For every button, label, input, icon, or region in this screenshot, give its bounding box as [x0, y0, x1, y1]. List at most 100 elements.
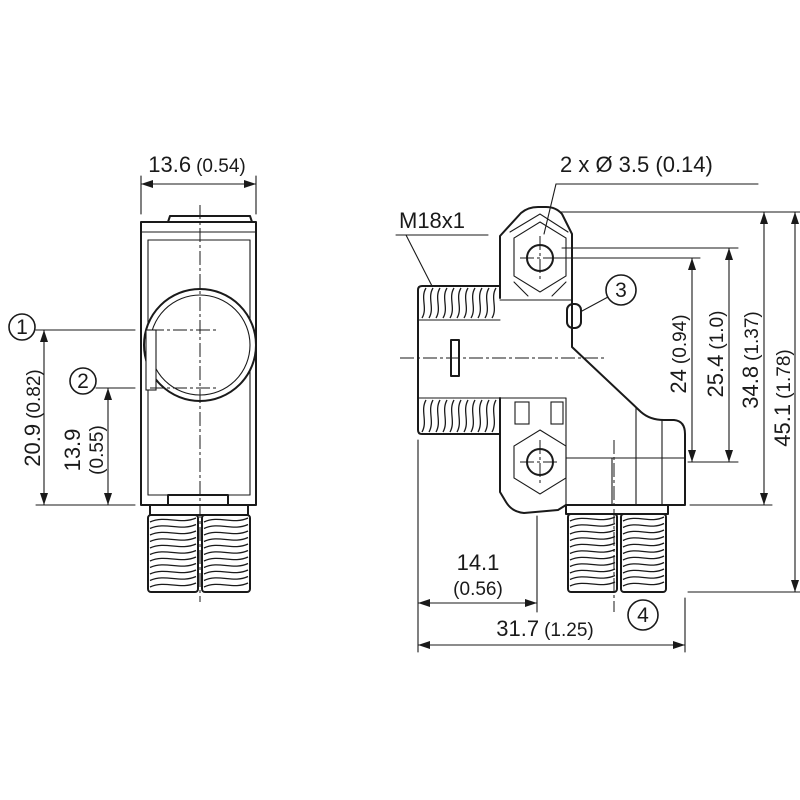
- dimension-value-inch: (1.25): [544, 620, 594, 641]
- marker-number: 1: [16, 316, 28, 339]
- thread-line: [622, 548, 665, 555]
- thread-line: [569, 529, 616, 535]
- marker-number: 4: [637, 604, 649, 627]
- thread-line: [569, 568, 616, 574]
- marker-1: 1: [8, 313, 36, 341]
- marker-number: 3: [615, 279, 627, 302]
- thread-line: [428, 287, 434, 319]
- thread-line: [491, 399, 497, 433]
- dimension-value-inch: (0.54): [196, 156, 246, 177]
- thread-line: [149, 543, 197, 549]
- dimension-value-mm: 25.4: [703, 355, 728, 398]
- thread-line: [428, 399, 434, 433]
- thread-front-right: [201, 514, 251, 593]
- connector-cylinder: [567, 513, 618, 593]
- thread-line: [203, 575, 249, 582]
- dimension-label-hole-spacing: 24(0.94): [666, 314, 691, 393]
- thread-line: [449, 399, 455, 433]
- bracket-chevron: [509, 213, 569, 233]
- dimension-value-mm: 31.7: [496, 616, 539, 641]
- thread-line: [203, 530, 249, 536]
- connector-base: [167, 494, 229, 506]
- thread-line: [622, 561, 665, 568]
- bracket-detail: [513, 281, 567, 297]
- thread-line: [622, 568, 665, 574]
- thread-line: [149, 556, 197, 562]
- indicator-pin: [566, 303, 582, 329]
- thread-line: [622, 522, 665, 529]
- thread-line: [470, 399, 476, 433]
- thread-line: [484, 399, 490, 433]
- thread-line: [569, 581, 616, 587]
- dimension-value-inch: (0.94): [670, 314, 691, 364]
- callout-leader: [405, 234, 433, 287]
- dimension-label-bracket-height: 25.4(1.0): [703, 311, 728, 398]
- hole-callout: 2 x Ø 3.5 (0.14): [560, 152, 713, 177]
- thread-line: [569, 574, 616, 581]
- thread-line: [569, 561, 616, 568]
- thread-line: [477, 287, 483, 319]
- thread-line: [569, 555, 616, 561]
- dimension-label-barrel-offset-mm: 14.1: [457, 550, 500, 575]
- mounting-hex-lower: [513, 429, 567, 495]
- thread-line: [491, 287, 497, 319]
- thread-line: [449, 287, 455, 319]
- connector-neck: [149, 504, 249, 516]
- thread-line: [456, 399, 462, 433]
- thread-line: [149, 582, 197, 588]
- thread-line: [149, 536, 197, 543]
- thread-side-left: [567, 513, 618, 593]
- dimension-value-mm: 13.6: [148, 152, 191, 177]
- dimension-label-axis-2-mm: 13.9: [60, 429, 85, 472]
- marker-4: 4: [627, 599, 659, 631]
- thread-line: [435, 399, 441, 433]
- thread-line: [622, 535, 665, 542]
- thread-callout: M18x1: [399, 208, 465, 233]
- marker-leader: [581, 296, 609, 312]
- thread-line: [203, 569, 249, 575]
- thread-line: [569, 516, 616, 522]
- thread-line: [203, 543, 249, 549]
- dimension-value-mm: 34.8: [738, 366, 763, 409]
- connector-cylinder: [147, 514, 199, 593]
- lens-window: [145, 329, 157, 391]
- thread-line: [622, 529, 665, 535]
- thread-line: [149, 569, 197, 575]
- thread-line: [203, 556, 249, 562]
- thread-line: [622, 581, 665, 587]
- marker-2: 2: [69, 367, 97, 395]
- connector-cylinder: [620, 513, 667, 593]
- front-view: 13.6(0.54) 20.9(0.82) 13.9 (0.55): [8, 152, 257, 602]
- thread-side-right: [620, 513, 667, 593]
- thread-line: [435, 287, 441, 319]
- bracket-detail: [550, 401, 564, 425]
- thread-line: [569, 535, 616, 542]
- thread-line: [442, 287, 448, 319]
- thread-line: [456, 287, 462, 319]
- thread-line: [622, 516, 665, 522]
- dimension-label-axis-2-inch: (0.55): [87, 425, 108, 475]
- thread-m18-bottom: [421, 399, 497, 433]
- dimension-label-overall-length: 31.7(1.25): [496, 616, 593, 641]
- bracket-detail: [514, 401, 530, 425]
- thread-m18-top: [421, 287, 497, 319]
- dimension-label-barrel-offset-inch: (0.56): [453, 579, 503, 600]
- mounting-hex-upper: [513, 221, 567, 293]
- housing-top-tab: [167, 215, 253, 223]
- threaded-barrel-outline: [417, 285, 501, 435]
- thread-line: [203, 536, 249, 543]
- thread-line: [149, 530, 197, 536]
- thread-line: [484, 287, 490, 319]
- thread-front-left: [147, 514, 199, 593]
- thread-line: [470, 287, 476, 319]
- marker-circle: [69, 367, 97, 395]
- thread-line: [149, 517, 197, 523]
- marker-number: 2: [77, 370, 89, 393]
- dimension-label-width: 13.6(0.54): [148, 152, 245, 177]
- thread-line: [203, 549, 249, 556]
- connector-cylinder: [201, 514, 251, 593]
- thread-line: [421, 287, 427, 319]
- side-view: 2 x Ø 3.5 (0.14) M18x1: [395, 152, 800, 653]
- thread-line: [203, 523, 249, 530]
- connector-neck: [565, 504, 669, 515]
